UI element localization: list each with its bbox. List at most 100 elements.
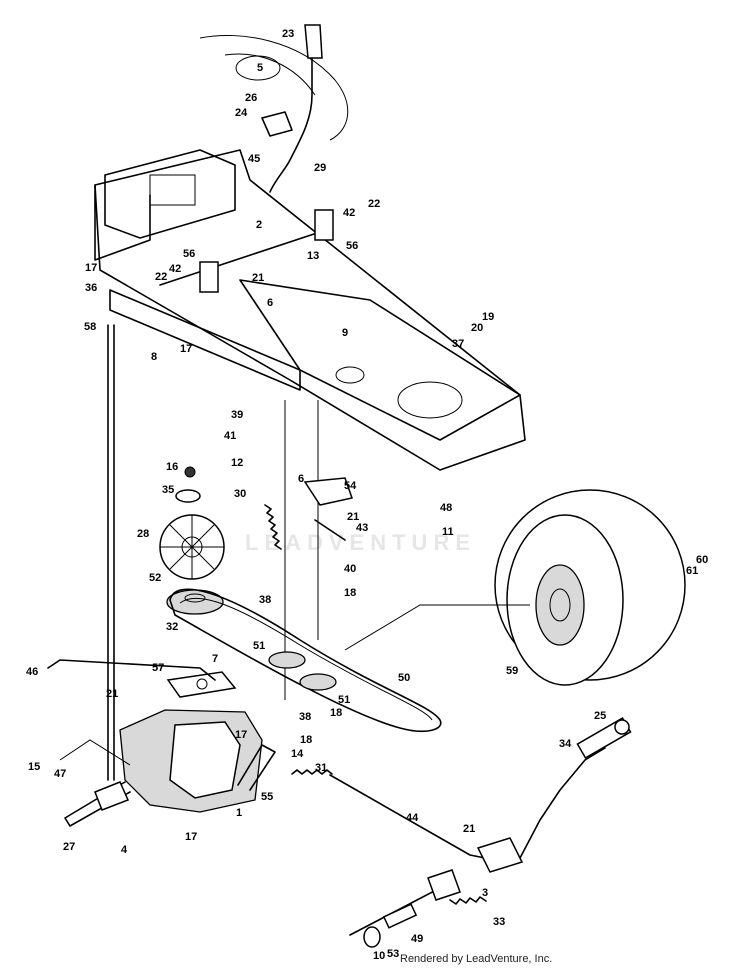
callout-18: 18 [344,587,356,599]
callout-50: 50 [398,672,410,684]
callout-61: 61 [686,565,698,577]
spring-33 [449,896,487,905]
callout-8: 8 [151,351,157,363]
shift-lever-knob [304,24,323,59]
callout-60: 60 [696,554,708,566]
bypass-rod [47,659,216,681]
bracket-56-right [314,209,334,241]
callout-21: 21 [106,688,118,700]
leader-wheel [344,604,530,651]
pedal-cap [614,719,630,735]
callout-52: 52 [149,572,161,584]
callout-3: 3 [482,887,488,899]
callout-24: 24 [235,107,248,119]
callout-36: 36 [85,282,97,294]
callout-23: 23 [282,28,294,40]
callout-12: 12 [231,457,243,469]
washer-35 [175,489,201,503]
callout-33: 33 [493,916,505,928]
callout-37: 37 [452,338,464,350]
callout-42: 42 [169,263,181,275]
callout-39: 39 [231,409,243,421]
callout-43: 43 [356,522,368,534]
idler-arm-43 [314,519,346,541]
callout-27: 27 [63,841,75,853]
frame-body [94,149,526,471]
callout-15: 15 [28,761,40,773]
callout-22: 22 [155,271,167,283]
callout-22: 22 [368,198,380,210]
callout-53: 53 [387,948,399,960]
callout-13: 13 [307,250,319,262]
frame-lower-rail [109,289,301,391]
shift-bracket [261,111,293,137]
frame-left-plate [94,184,151,261]
fuel-cap-outline [235,55,281,81]
callout-51: 51 [253,640,265,652]
pedal-bracket [476,837,524,873]
frame-front-tower [104,149,236,239]
callout-54: 54 [344,480,357,492]
pedal-shaft-bracket [427,869,461,901]
frame-deck-hole-large [397,381,463,419]
callout-30: 30 [234,488,246,500]
frame-deck-hole-small [335,366,365,384]
drive-belt [169,588,442,732]
transaxle-axle-left [64,781,131,827]
spring-30 [264,504,282,550]
frame-tower-opening [149,174,196,206]
washer-53 [363,926,381,948]
callout-57: 57 [152,662,164,674]
callout-40: 40 [344,563,356,575]
idler-bracket [303,477,353,506]
callout-47: 47 [54,768,66,780]
callout-17: 17 [185,831,197,843]
callout-56: 56 [183,248,195,260]
nut-16 [184,466,196,478]
callout-29: 29 [314,162,326,174]
callout-41: 41 [224,430,236,442]
frame-deck [239,279,521,441]
transaxle-pulley-hub [184,593,206,603]
callout-48: 48 [440,502,452,514]
shift-lever [269,44,313,193]
pedal-arm [519,747,606,859]
callout-6: 6 [298,473,304,485]
cooling-fan [159,514,225,580]
watermark-text: LEADVENTURE [245,530,477,555]
callout-35: 35 [162,484,174,496]
transaxle-plate [166,671,237,698]
callout-17: 17 [235,729,247,741]
idler-pulley-upper [268,651,306,669]
callout-34: 34 [559,738,572,750]
callout-10: 10 [373,950,385,962]
callout-28: 28 [137,528,149,540]
callout-26: 26 [245,92,257,104]
callout-1: 1 [236,807,242,819]
callout-38: 38 [299,711,311,723]
credit-text: Rendered by LeadVenture, Inc. [400,953,553,965]
callout-5: 5 [257,62,263,74]
callout-59: 59 [506,665,518,677]
callout-45: 45 [248,153,260,165]
callout-56: 56 [346,240,358,252]
callout-18: 18 [330,707,342,719]
callout-4: 4 [121,844,128,856]
leader-bypass [59,739,131,766]
callout-44: 44 [406,812,419,824]
callout-9: 9 [342,327,348,339]
seat-outline [199,34,349,141]
callout-55: 55 [261,791,273,803]
callout-42: 42 [343,207,355,219]
callout-51: 51 [338,694,350,706]
callout-49: 49 [411,933,423,945]
callout-31: 31 [315,762,327,774]
callout-25: 25 [594,710,606,722]
transaxle-gearcase [169,721,241,799]
callout-21: 21 [463,823,475,835]
spring-31 [291,769,333,775]
callout-20: 20 [471,322,483,334]
rear-wheel [494,489,686,686]
